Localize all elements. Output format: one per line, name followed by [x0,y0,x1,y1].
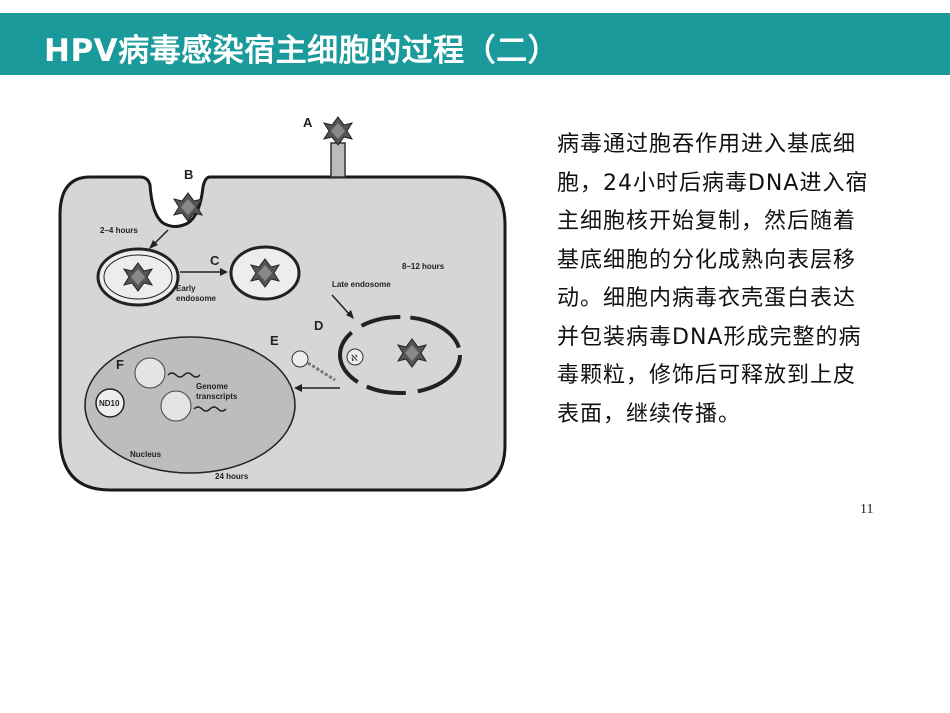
label-late-endosome: Late endosome [332,280,391,289]
label-early: Early [176,284,196,293]
receptor-stalk [330,142,346,178]
label-b: B [184,167,193,182]
body-line: 动。细胞内病毒衣壳蛋白表达 [557,286,857,311]
label-c: C [210,253,220,268]
body-line: 表面，继续传播。 [557,401,742,427]
label-d: D [314,318,323,333]
body-line: 并包装病毒DNA形成完整的病 [557,324,862,350]
title-bar: HPV病毒感染宿主细胞的过程（二） [0,13,950,75]
label-f: F [116,357,124,372]
body-line: 主细胞核开始复制，然后随着 [557,209,857,234]
label-24-hours: 24 hours [215,472,249,481]
virion-a [323,116,353,146]
body-line: 胞，24小时后病毒DNA进入宿 [557,170,869,196]
label-nucleus: Nucleus [130,450,162,459]
label-2-4-hours: 2–4 hours [100,226,138,235]
label-endosome: endosome [176,294,217,303]
body-line: 病毒通过胞吞作用进入基底细 [557,132,857,157]
endosome-disrupted [338,315,462,395]
label-genome: Genome [196,382,229,391]
label-8-12-hours: 8–12 hours [402,262,445,271]
transcripts-1 [167,372,201,378]
transcripts-2 [193,406,227,412]
label-transcripts: transcripts [196,392,238,401]
label-a: A [303,115,313,130]
label-e: E [270,333,279,348]
genome-body-1 [134,357,166,389]
label-nd10: ND10 [99,399,120,408]
slide-title: HPV病毒感染宿主细胞的过程（二） [44,33,560,69]
hpv-infection-diagram: A B 2–4 hours Early endosome C Late endo… [58,115,507,492]
nd10-body [95,388,125,418]
body-line: 毒颗粒，修饰后可释放到上皮 [557,363,857,388]
svg-text:ℵ: ℵ [351,353,358,363]
page-number: 11 [860,502,874,517]
arrow-d [331,294,351,316]
body-line: 基底细胞的分化成熟向表层移 [557,247,857,273]
genome-body-2 [160,390,192,422]
body-paragraph: 病毒通过胞吞作用进入基底细 胞，24小时后病毒DNA进入宿 主细胞核开始复制，然… [557,126,907,434]
